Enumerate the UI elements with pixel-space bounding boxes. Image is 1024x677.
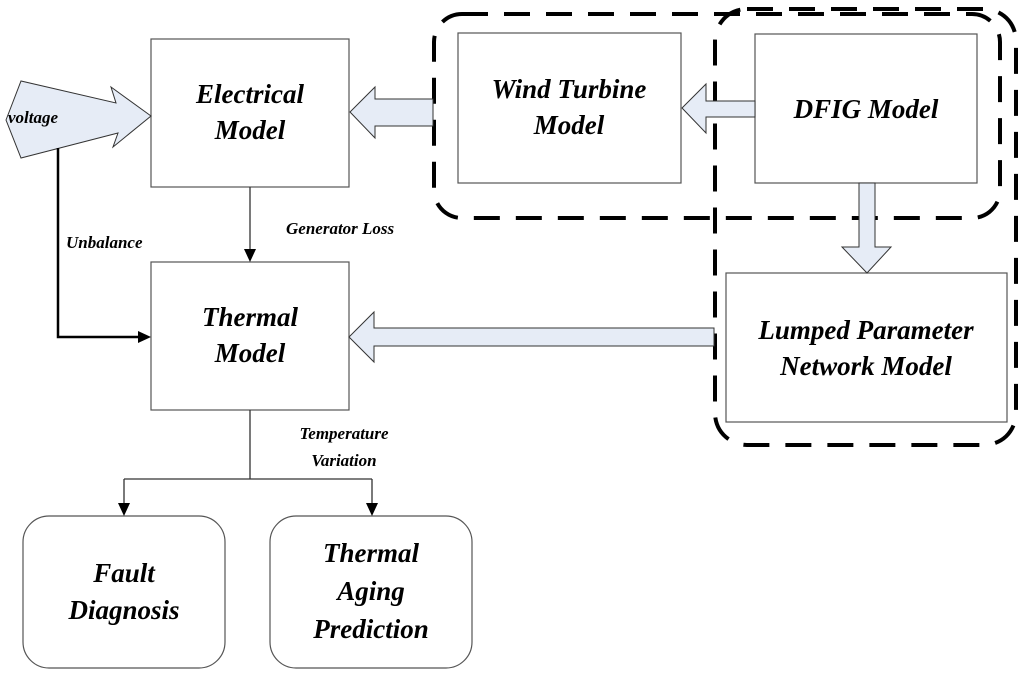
lumped-title-line1: Lumped Parameter bbox=[757, 315, 974, 345]
fault-diagnosis-title-line1: Fault bbox=[92, 558, 156, 588]
generator-loss-arrowhead bbox=[244, 249, 256, 262]
wind-to-electrical-arrow bbox=[349, 85, 434, 140]
unbalance-arrowhead bbox=[138, 331, 151, 343]
electrical-model-title-line2: Model bbox=[214, 115, 286, 145]
dfig-to-lumped-arrow bbox=[840, 182, 893, 274]
dfig-model-title: DFIG Model bbox=[793, 94, 939, 124]
fault-arrowhead bbox=[118, 503, 130, 516]
electrical-model-box[interactable] bbox=[150, 38, 350, 188]
unbalance-label: Unbalance bbox=[66, 233, 143, 252]
wind-turbine-dfig-group bbox=[432, 12, 1002, 220]
aging-arrowhead bbox=[366, 503, 378, 516]
wind-turbine-title-line1: Wind Turbine bbox=[492, 74, 647, 104]
temperature-variation-label-line1: Temperature bbox=[299, 424, 389, 443]
lumped-title-line2: Network Model bbox=[779, 351, 952, 381]
electrical-model-title-line1: Electrical bbox=[195, 79, 304, 109]
aging-title-line2: Aging bbox=[335, 576, 405, 606]
thermal-aging-prediction-box[interactable] bbox=[269, 515, 473, 669]
dfig-lumped-group bbox=[713, 7, 1018, 447]
wind-turbine-title-line2: Model bbox=[533, 110, 605, 140]
temperature-variation-label-line2: Variation bbox=[311, 451, 376, 470]
voltage-label: voltage bbox=[8, 108, 58, 127]
voltage-input-arrow bbox=[5, 80, 152, 159]
fault-diagnosis-box[interactable] bbox=[22, 515, 226, 669]
unbalance-connector bbox=[56, 148, 143, 339]
aging-title-line1: Thermal bbox=[323, 538, 420, 568]
lumped-to-thermal-arrow bbox=[348, 310, 715, 364]
fault-diagnosis-title-line2: Diagnosis bbox=[67, 595, 179, 625]
generator-loss-label: Generator Loss bbox=[286, 219, 395, 238]
thermal-model-title-line2: Model bbox=[214, 338, 286, 368]
lumped-parameter-model-box[interactable] bbox=[725, 272, 1008, 423]
dfig-to-wind-arrow bbox=[681, 82, 756, 135]
thermal-model-title-line1: Thermal bbox=[202, 302, 299, 332]
aging-title-line3: Prediction bbox=[312, 614, 429, 644]
wind-turbine-model-box[interactable] bbox=[457, 32, 682, 184]
thermal-model-box[interactable] bbox=[150, 261, 350, 411]
